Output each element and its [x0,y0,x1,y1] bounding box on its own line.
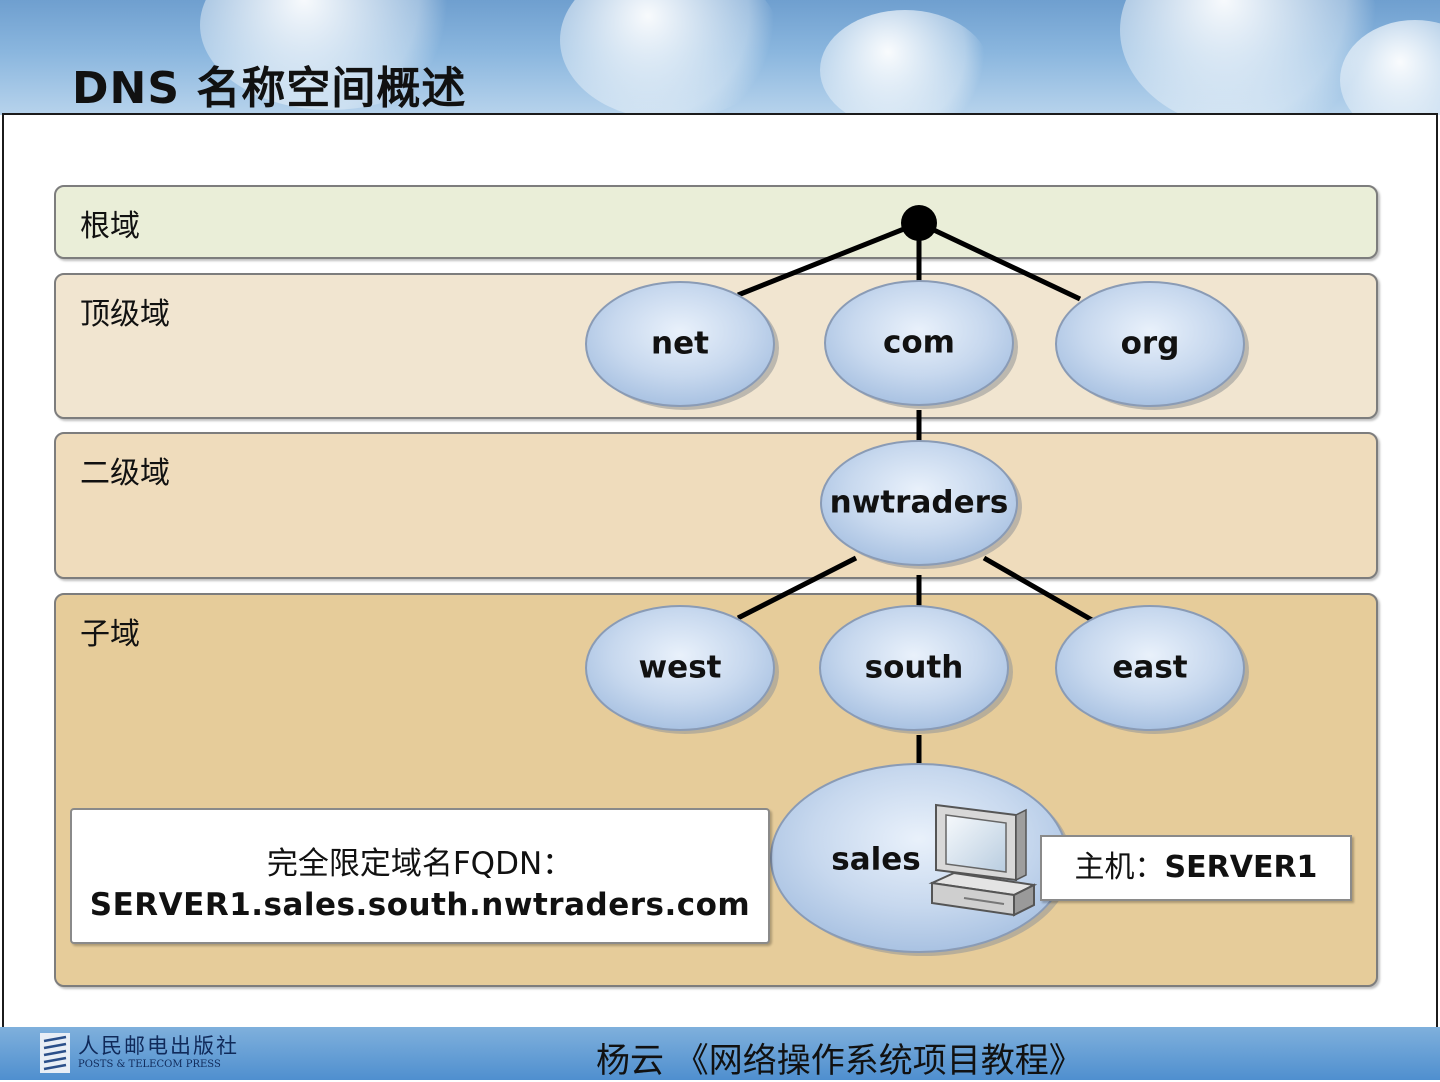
page-title: DNS 名称空间概述 [72,63,467,114]
course-title: 杨云 《网络操作系统项目教程》 [596,1041,1083,1081]
node-label-nwtraders: nwtraders [830,485,1009,521]
edge-nwtraders-west [736,555,858,621]
host-label: 主机： [1074,850,1165,885]
node-west: west [585,605,779,734]
fqdn-label: 完全限定域名FQDN： [266,846,574,882]
edge-root-org [917,220,1082,302]
band-label-sub: 子域 [80,617,140,652]
publisher-name-en: POSTS & TELECOM PRESS [78,1059,221,1070]
diagram-frame: 根域 顶级域 二级域 子域 [2,113,1438,1029]
node-label-org: org [1121,326,1180,362]
edge-root-net [737,220,920,298]
root-node [901,205,937,241]
node-east: east [1055,605,1249,734]
band-second-level-domain: 二级域 [54,432,1378,579]
slide-footer: 人民邮电出版社 POSTS & TELECOM PRESS 杨云 《网络操作系统… [0,1027,1440,1081]
host-name: SERVER1 [1164,850,1318,885]
node-label-net: net [651,326,709,362]
band-root-domain: 根域 [54,185,1378,259]
node-com: com [824,280,1018,409]
node-net: net [585,281,779,410]
band-label-tld: 顶级域 [80,297,170,332]
computer-icon [928,803,1038,917]
node-org: org [1055,281,1249,410]
node-label-com: com [883,325,955,361]
publisher-name: 人民邮电出版社 [78,1034,239,1058]
publisher-logo: 人民邮电出版社 POSTS & TELECOM PRESS [40,1031,239,1075]
node-label-west: west [639,650,722,686]
decorative-bubble [560,0,780,115]
node-sales: sales [770,763,1072,956]
fqdn-box: 完全限定域名FQDN： SERVER1.sales.south.nwtrader… [70,808,770,944]
fqdn-value: SERVER1.sales.south.nwtraders.com [89,887,751,923]
node-nwtraders: nwtraders [820,440,1022,569]
decorative-bubble [820,10,990,115]
publisher-logo-icon [40,1033,70,1073]
node-label-south: south [865,650,964,686]
node-label-sales: sales [831,842,920,878]
decorative-bubble [1120,0,1380,115]
dns-tree-diagram: net com org nwtraders west south [585,205,1249,956]
slide-header: DNS 名称空间概述 [0,0,1440,115]
node-label-east: east [1112,650,1187,686]
node-south: south [819,605,1013,734]
band-label-sld: 二级域 [80,456,170,491]
band-label-root: 根域 [80,209,140,244]
host-box: 主机：SERVER1 [1040,835,1352,901]
edge-nwtraders-east [982,555,1094,623]
